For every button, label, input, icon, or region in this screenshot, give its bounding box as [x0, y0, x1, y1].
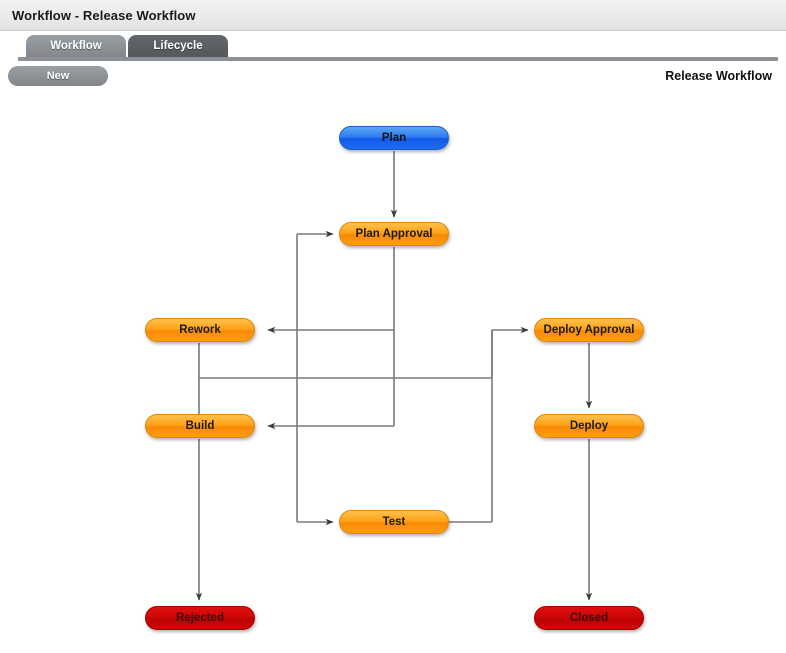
- node-deploy-approval-label: Deploy Approval: [543, 324, 635, 336]
- tab-lifecycle-label: Lifecycle: [153, 40, 203, 52]
- node-build-label: Build: [185, 420, 215, 432]
- node-plan-approval[interactable]: Plan Approval: [339, 222, 449, 246]
- node-build[interactable]: Build: [145, 414, 255, 438]
- node-deploy-approval[interactable]: Deploy Approval: [534, 318, 644, 342]
- node-plan[interactable]: Plan: [339, 126, 449, 150]
- node-deploy[interactable]: Deploy: [534, 414, 644, 438]
- node-rework-label: Rework: [179, 324, 221, 336]
- workflow-edges: [195, 151, 593, 601]
- tab-workflow[interactable]: Workflow: [26, 35, 126, 57]
- new-button[interactable]: New: [8, 66, 108, 86]
- node-rejected[interactable]: Rejected: [145, 606, 255, 630]
- window-titlebar: Workflow - Release Workflow: [0, 0, 786, 31]
- tab-underline-rule: [18, 57, 778, 61]
- workflow-diagram-canvas[interactable]: Plan Plan Approval Rework Deploy Approva…: [0, 87, 786, 653]
- page-title: Release Workflow: [665, 69, 772, 83]
- tab-bar: Workflow Lifecycle: [0, 31, 786, 57]
- node-closed[interactable]: Closed: [534, 606, 644, 630]
- node-plan-approval-label: Plan Approval: [355, 228, 433, 240]
- tab-lifecycle[interactable]: Lifecycle: [128, 35, 228, 57]
- tab-workflow-label: Workflow: [50, 40, 102, 52]
- window-title: Workflow - Release Workflow: [12, 7, 196, 23]
- node-deploy-label: Deploy: [569, 420, 609, 432]
- node-plan-label: Plan: [381, 132, 407, 144]
- node-rework[interactable]: Rework: [145, 318, 255, 342]
- action-bar: New Release Workflow: [0, 61, 786, 91]
- node-rejected-label: Rejected: [176, 612, 224, 624]
- node-closed-label: Closed: [569, 612, 609, 624]
- new-button-label: New: [46, 70, 70, 82]
- node-test-label: Test: [382, 516, 406, 528]
- node-test[interactable]: Test: [339, 510, 449, 534]
